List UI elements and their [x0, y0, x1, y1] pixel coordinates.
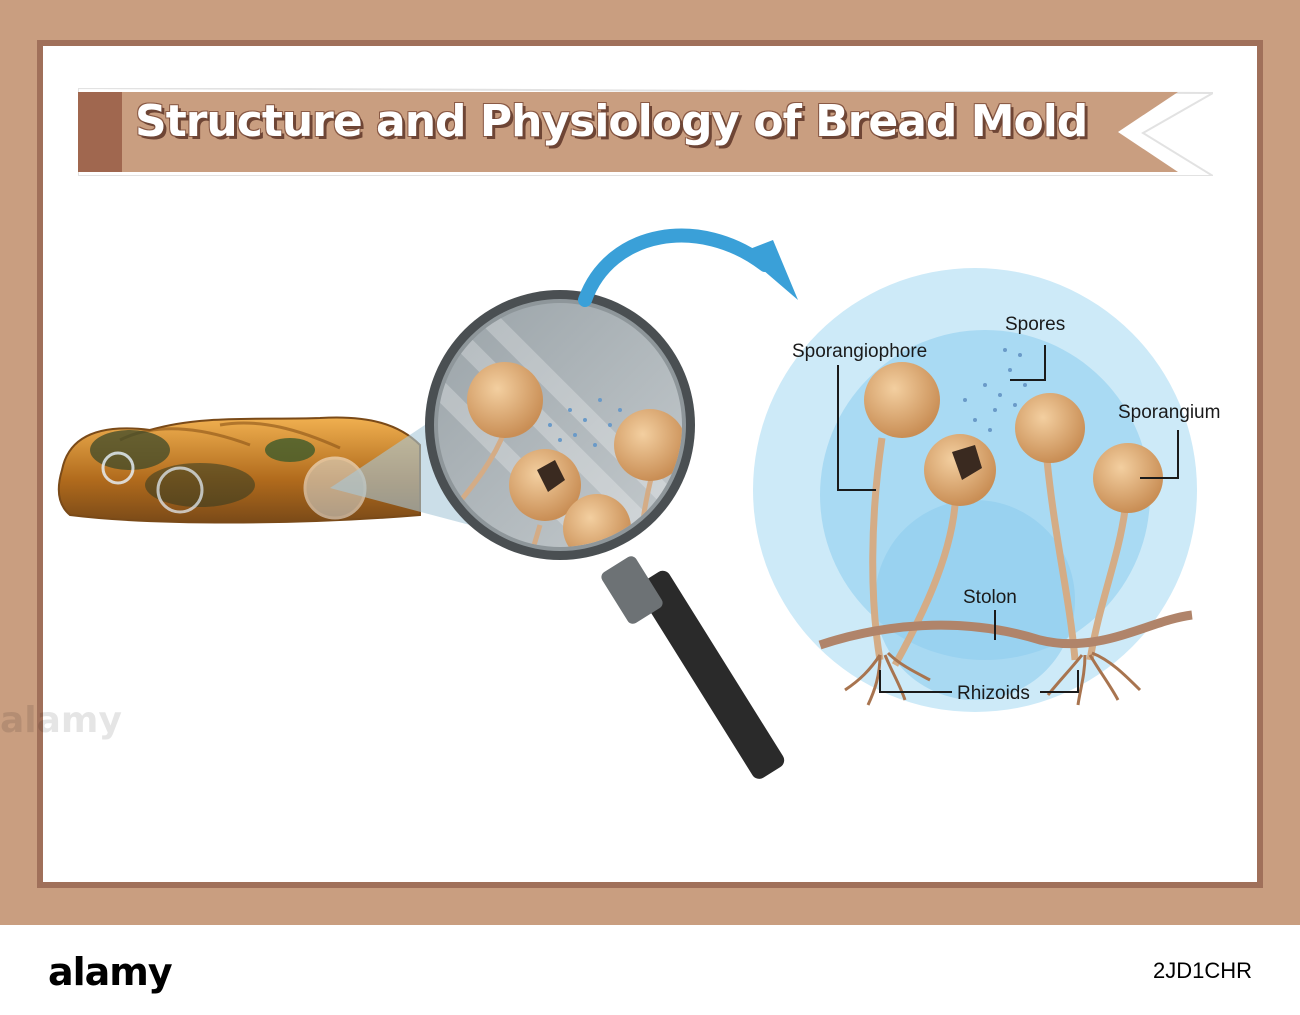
- brand-logo: alamy: [48, 950, 173, 994]
- curved-arrow-icon: [578, 228, 798, 307]
- label-stolon: Stolon: [963, 587, 1017, 608]
- bread-mold-diagram: Sporangiophore Spores Sporangium Stolon …: [57, 228, 1220, 779]
- magnifying-glass-icon: [425, 290, 785, 779]
- watermark: alamy: [0, 700, 122, 741]
- title-banner: [78, 88, 1213, 176]
- label-sporangiophore: Sporangiophore: [792, 341, 927, 362]
- image-id: 2JD1CHR: [1152, 958, 1252, 983]
- footer-bar: [0, 925, 1300, 1015]
- page-title: Structure and Physiology of Bread Mold: [135, 96, 1088, 147]
- label-rhizoids: Rhizoids: [957, 683, 1030, 704]
- label-spores: Spores: [1005, 314, 1065, 335]
- moldy-bread: [57, 416, 421, 524]
- mold-detail-circle: Sporangiophore Spores Sporangium Stolon …: [753, 268, 1220, 712]
- label-sporangium: Sporangium: [1118, 402, 1220, 423]
